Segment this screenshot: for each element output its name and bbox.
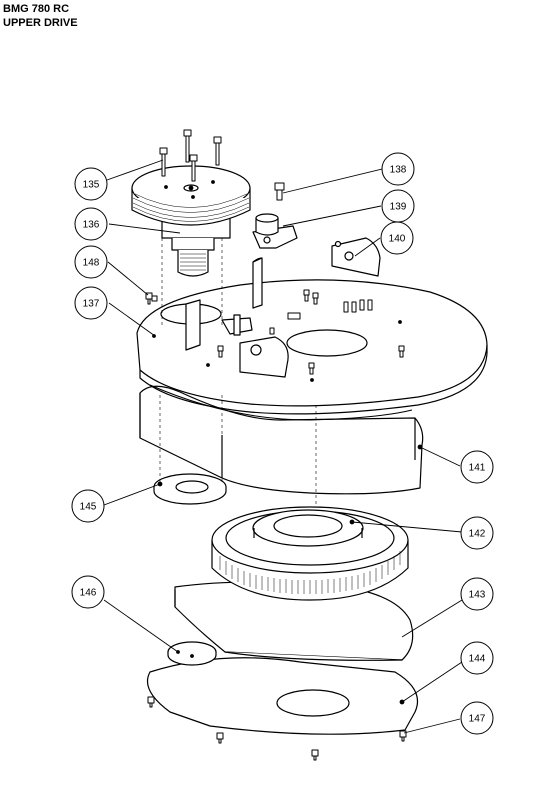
bracket-plate-140 [331,237,381,277]
callout-circle [381,152,415,186]
bottom-cover-plate [146,657,419,735]
callout-circle [74,167,108,201]
callout-148: 148 [74,245,108,279]
callout-circle [71,489,105,523]
callout-number: 136 [83,220,100,231]
callout-143: 143 [460,577,494,611]
plate-screws [217,289,405,375]
callout-141: 141 [460,450,494,484]
callout-139: 139 [381,189,415,223]
callout-labels: 135 136 148 137 138 139 140 141 145 142 146 143 144 1… [71,152,494,735]
callout-circle [74,207,108,241]
top-pulley [131,165,251,226]
callout-circle [460,701,494,735]
callout-137: 137 [74,286,108,320]
callout-145: 145 [71,489,105,523]
plate-bracket [239,257,289,378]
callout-138: 138 [381,152,415,186]
callout-number: 141 [469,463,486,474]
callout-number: 137 [83,299,100,310]
callout-135: 135 [74,167,108,201]
bottom-screws [147,696,407,761]
callout-number: 135 [83,180,100,191]
assembly-guide-lines [159,238,317,505]
callout-number: 143 [469,590,486,601]
callout-circle [71,575,105,609]
callout-147: 147 [460,701,494,735]
small-round-plate [167,641,217,666]
plate-pin [185,299,253,351]
pulley-bolts [159,129,222,182]
callout-circle [460,516,494,550]
callout-circle [460,450,494,484]
leader-lines [103,159,463,734]
callout-number: 142 [469,529,486,540]
callout-146: 146 [71,575,105,609]
callout-number: 148 [83,258,100,269]
callout-number: 144 [469,654,486,665]
callout-136: 136 [74,207,108,241]
small-fitting [145,292,158,305]
bolt-138 [274,182,285,201]
callout-circle [74,245,108,279]
callout-number: 138 [390,165,407,176]
callout-number: 147 [469,714,486,725]
ring-plate [153,473,227,505]
toothed-pulley [211,506,409,601]
callout-circle [460,577,494,611]
callout-number: 140 [389,234,406,245]
model-title: BMG 780 RC [3,3,70,15]
callout-number: 139 [390,202,407,213]
callout-number: 146 [80,588,97,599]
callout-circle [380,221,414,255]
callout-144: 144 [460,641,494,675]
callout-140: 140 [380,221,414,255]
callout-142: 142 [460,516,494,550]
tensioner-block [252,213,298,249]
callout-circle [460,641,494,675]
belt-guard [139,384,424,495]
callout-number: 145 [80,502,97,513]
section-title: UPPER DRIVE [3,17,78,29]
callout-circle [74,286,108,320]
pulley-hub-shaft [161,218,231,277]
